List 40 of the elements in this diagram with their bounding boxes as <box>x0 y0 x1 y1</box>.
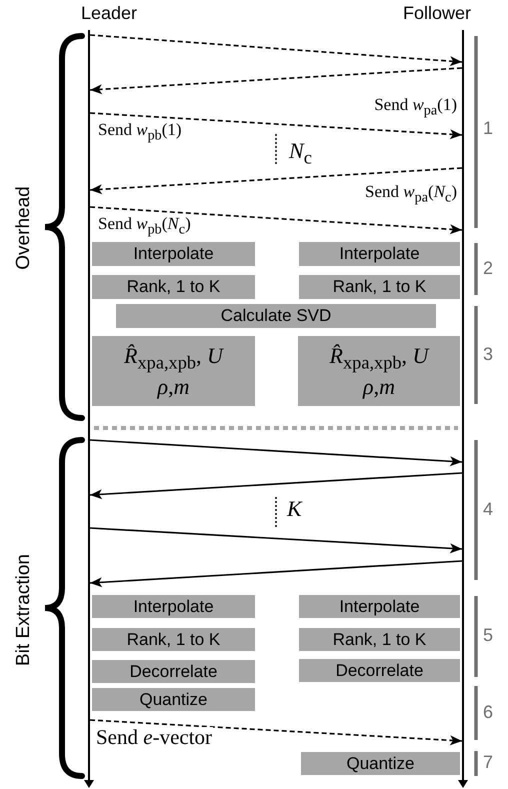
phase-label: Bit Extraction <box>13 554 35 666</box>
participant-label: Follower <box>403 3 472 24</box>
arrow <box>90 527 462 554</box>
step-number: 1 <box>483 118 494 139</box>
process-box: Quantize <box>92 688 255 711</box>
arrow <box>90 112 462 140</box>
arrow <box>90 34 462 66</box>
process-box: Interpolate <box>299 242 460 266</box>
arrow <box>90 560 462 588</box>
edge-label: Send w$_{pb}$(N$_{c}$) <box>97 215 192 237</box>
step-number: 7 <box>483 752 494 773</box>
edge-label: Send w$_{pa}$(1) <box>373 96 458 118</box>
arrow <box>90 206 462 234</box>
process-box: Rank, 1 to K <box>92 628 255 651</box>
step-number: 3 <box>483 344 494 365</box>
participant-label: Leader <box>81 3 138 24</box>
arrow <box>90 472 462 500</box>
edge-label: Send w$_{pa}$(N$_{c}$) <box>364 183 458 205</box>
process-box: Calculate SVD <box>116 304 436 328</box>
step-number: 4 <box>483 499 494 520</box>
arrow <box>90 167 462 194</box>
process-box: Decorrelate <box>299 659 460 682</box>
step-number: 6 <box>483 702 494 723</box>
process-box: Interpolate <box>92 242 255 266</box>
arrow <box>90 67 462 94</box>
process-box: Interpolate <box>92 595 255 618</box>
arrow <box>90 439 462 466</box>
step-number: 5 <box>483 625 494 646</box>
phase-label: Overhead <box>13 186 35 270</box>
process-box: Rank, 1 to K <box>299 275 460 299</box>
process-box: Interpolate <box>299 595 460 618</box>
process-box: Quantize <box>301 752 460 775</box>
step-number: 2 <box>483 258 494 279</box>
arrow <box>90 719 462 746</box>
process-box: Rank, 1 to K <box>299 628 460 651</box>
edge-label: Send w$_{pb}$(1) <box>97 121 183 143</box>
result-box: R̂$_{xpa,xpb}$, U ρ,m <box>92 336 255 406</box>
process-box: Rank, 1 to K <box>92 275 255 299</box>
process-box: Decorrelate <box>92 660 255 683</box>
result-box: R̂$_{xpa,xpb}$, U ρ,m <box>298 336 460 406</box>
